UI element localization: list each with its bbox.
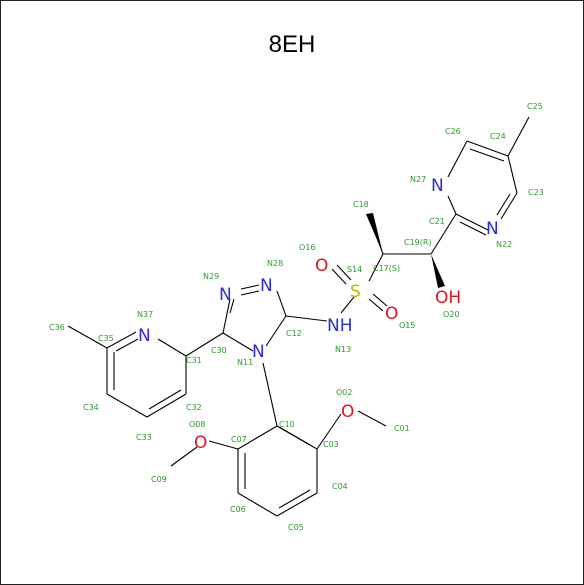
atom-o16-symbol: O bbox=[315, 256, 328, 276]
label-n29: N29 bbox=[203, 272, 219, 281]
label-c07: C07 bbox=[231, 435, 247, 444]
atom-oh-symbol: OH bbox=[435, 288, 461, 308]
atom-n22-symbol: N bbox=[486, 219, 499, 239]
atom-n37-symbol: N bbox=[138, 326, 151, 346]
label-n37: N37 bbox=[137, 310, 153, 319]
label-c19: C19(R) bbox=[404, 238, 432, 247]
label-c23: C23 bbox=[528, 188, 544, 197]
label-n28: N28 bbox=[267, 259, 283, 268]
label-c35: C35 bbox=[98, 334, 114, 343]
atom-n29-symbol: N bbox=[219, 285, 232, 305]
label-c01: C01 bbox=[394, 424, 410, 433]
atom-n11-symbol: N bbox=[252, 342, 265, 362]
label-o08: O08 bbox=[189, 420, 205, 429]
label-o02: O02 bbox=[336, 388, 352, 397]
wedge-bond-o20 bbox=[431, 254, 445, 288]
label-n22: N22 bbox=[496, 240, 512, 249]
label-o20: O20 bbox=[443, 310, 459, 319]
molecule-title: 8EH bbox=[268, 31, 316, 58]
label-c33: C33 bbox=[136, 433, 152, 442]
label-o15: O15 bbox=[399, 321, 415, 330]
label-c24: C24 bbox=[490, 132, 506, 141]
element-symbols: N N N N NH N N O S O OH O O bbox=[138, 176, 499, 453]
label-c04: C04 bbox=[332, 482, 348, 491]
label-c18: C18 bbox=[353, 200, 369, 209]
label-n13: N13 bbox=[335, 345, 351, 354]
label-c25: C25 bbox=[527, 102, 543, 111]
label-c26: C26 bbox=[445, 127, 461, 136]
label-c30: C30 bbox=[211, 346, 227, 355]
label-c36: C36 bbox=[49, 323, 65, 332]
label-o16: O16 bbox=[299, 243, 315, 252]
bonds bbox=[67, 116, 530, 517]
atom-o15-symbol: O bbox=[385, 304, 398, 324]
atom-n27-symbol: N bbox=[431, 176, 444, 196]
atom-o02-symbol: O bbox=[341, 402, 354, 422]
label-c05: C05 bbox=[288, 523, 304, 532]
label-c31: C31 bbox=[186, 356, 202, 365]
label-n11: N11 bbox=[237, 358, 253, 367]
label-c12: C12 bbox=[286, 329, 302, 338]
atom-labels: C36 C35 N37 C34 C33 C32 C31 N29 C30 N28 … bbox=[49, 102, 544, 532]
label-c06: C06 bbox=[230, 505, 246, 514]
atom-nh-symbol: NH bbox=[327, 316, 353, 336]
label-c32: C32 bbox=[186, 403, 202, 412]
atom-o08-symbol: O bbox=[194, 433, 207, 453]
atom-n28-symbol: N bbox=[260, 276, 273, 296]
label-c34: C34 bbox=[83, 403, 99, 412]
atom-s14-symbol: S bbox=[350, 282, 361, 302]
label-c17: C17(S) bbox=[373, 264, 400, 273]
label-s14: S14 bbox=[347, 265, 362, 274]
label-c21: C21 bbox=[429, 217, 445, 226]
label-c03: C03 bbox=[323, 440, 339, 449]
label-n27: N27 bbox=[410, 175, 426, 184]
label-c10: C10 bbox=[279, 420, 295, 429]
label-c09: C09 bbox=[151, 475, 167, 484]
